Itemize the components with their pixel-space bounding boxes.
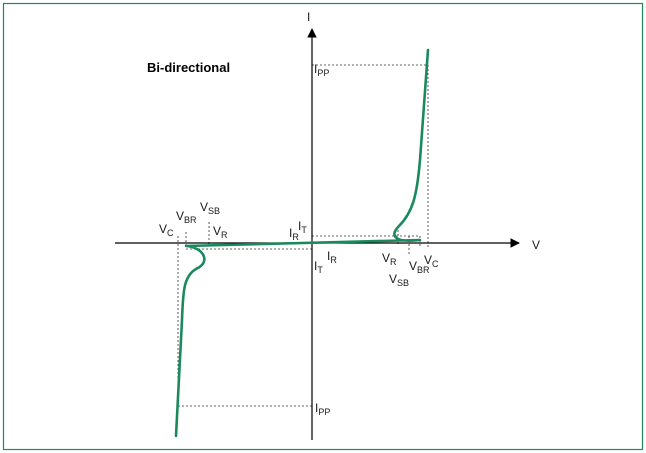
iv-curve	[174, 48, 430, 438]
vbr-neg-label: VBR	[176, 209, 197, 225]
vc-pos-label: VC	[424, 253, 439, 269]
vsb-neg-label: VSB	[200, 200, 220, 216]
it-neg-label: IT	[314, 259, 323, 275]
vr-pos-label: VR	[382, 251, 397, 267]
current-axis-label: I	[307, 10, 310, 24]
ipp-top-label: IPP	[314, 62, 329, 78]
ir-neg-label: IR	[327, 249, 337, 265]
it-pos-label: IT	[298, 219, 307, 235]
voltage-axis-label: V	[532, 238, 540, 252]
vc-neg-label: VC	[159, 222, 174, 238]
diagram-title: Bi-directional	[147, 60, 230, 75]
vsb-pos-label: VSB	[389, 272, 409, 288]
vbr-pos-label: VBR	[409, 259, 430, 275]
vr-neg-label: VR	[213, 224, 228, 240]
ipp-bottom-label: IPP	[315, 401, 330, 417]
ir-pos-label: IR	[289, 226, 299, 242]
